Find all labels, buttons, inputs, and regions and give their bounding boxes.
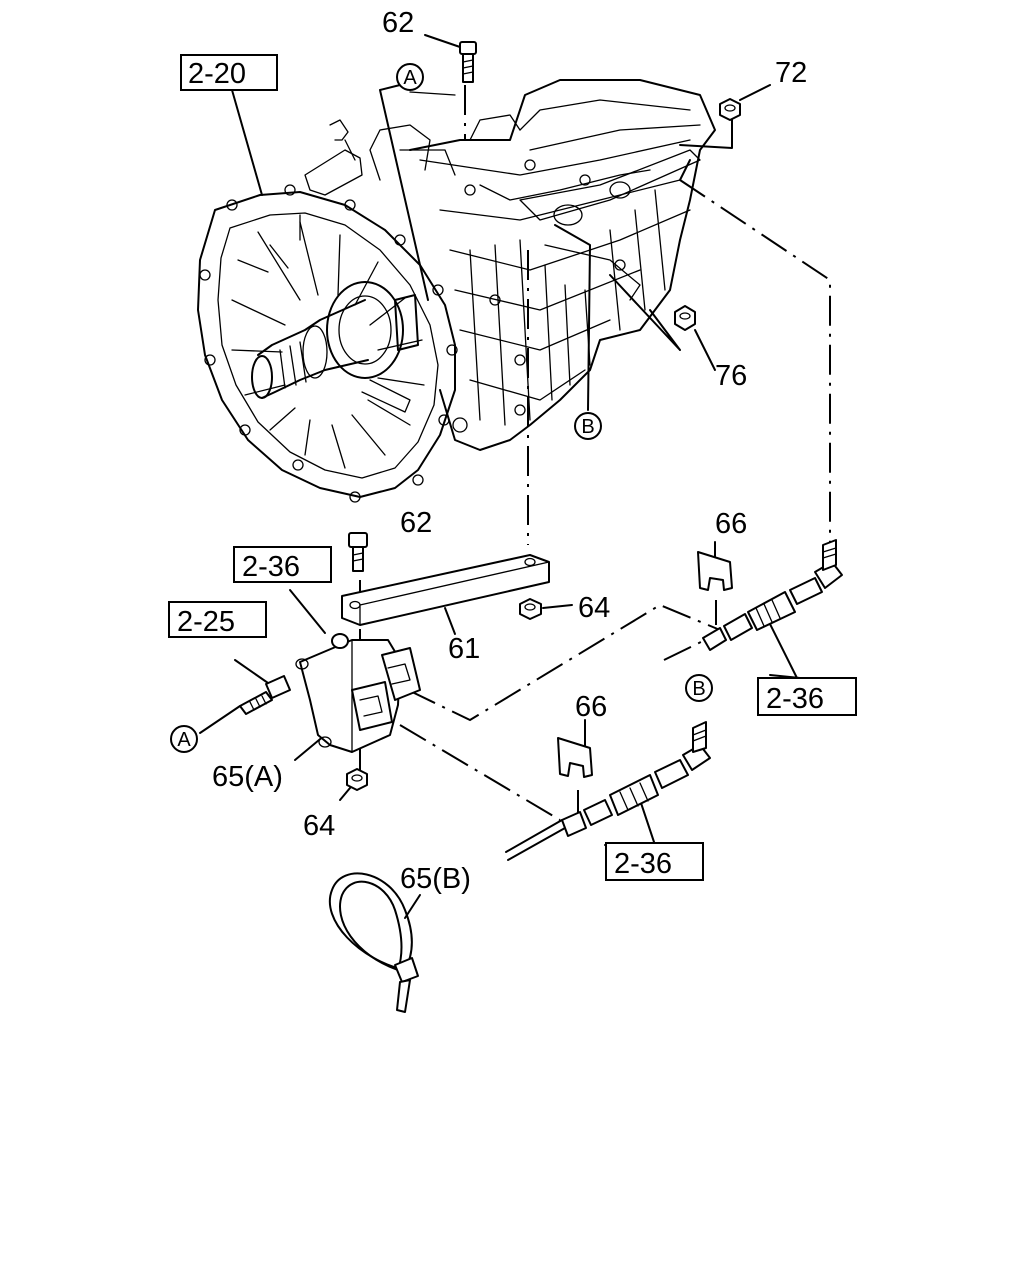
callout-72: 72 bbox=[775, 57, 807, 89]
ref-box-2-25[interactable]: 2-25 bbox=[168, 601, 267, 638]
callout-62-mid: 62 bbox=[400, 507, 432, 539]
ref-2-36-left-text: 2-36 bbox=[242, 551, 300, 583]
callout-61: 61 bbox=[448, 633, 480, 665]
nut-76 bbox=[674, 305, 696, 331]
bolt-62-mid bbox=[348, 532, 368, 572]
transmission-assembly bbox=[197, 79, 716, 503]
ref-box-2-36-left[interactable]: 2-36 bbox=[233, 546, 332, 583]
bolt-62-top bbox=[459, 41, 477, 83]
svg-text:A: A bbox=[403, 67, 417, 89]
ref-box-2-20[interactable]: 2-20 bbox=[180, 54, 278, 91]
section-references: 2-20 2-36 2-25 2-36 2-36 bbox=[168, 54, 857, 881]
connector-a-top: A bbox=[396, 63, 424, 91]
ref-2-36-bottom-text: 2-36 bbox=[614, 848, 672, 880]
ref-2-25-text: 2-25 bbox=[177, 606, 235, 638]
svg-text:B: B bbox=[581, 416, 594, 438]
connector-b-mid: B bbox=[574, 412, 602, 440]
cable-bracket-65a bbox=[295, 633, 421, 753]
bolt-2-25 bbox=[239, 675, 291, 715]
nut-64-bottom bbox=[346, 768, 368, 791]
callout-62-top: 62 bbox=[382, 7, 414, 39]
ref-box-2-36-bottom[interactable]: 2-36 bbox=[605, 842, 704, 881]
clip-66-bottom bbox=[557, 737, 593, 778]
cable-tie-65b bbox=[329, 872, 419, 1013]
bracket-61 bbox=[341, 554, 550, 626]
ref-box-2-36-right[interactable]: 2-36 bbox=[757, 677, 857, 716]
connector-a-left: A bbox=[170, 725, 198, 753]
nut-64-right bbox=[519, 598, 542, 620]
callout-labels: 62 72 76 62 66 64 61 66 65(A) 64 65(B) bbox=[212, 7, 807, 895]
connector-markers: A B B A bbox=[170, 63, 713, 753]
shift-cable-upper bbox=[663, 539, 843, 661]
shift-cable-lower bbox=[505, 721, 711, 861]
callout-65a: 65(A) bbox=[212, 761, 283, 793]
clip-66-top bbox=[697, 551, 733, 591]
ref-2-36-right-text: 2-36 bbox=[766, 683, 824, 715]
callout-76: 76 bbox=[715, 360, 747, 392]
callout-64-right: 64 bbox=[578, 592, 610, 624]
svg-text:A: A bbox=[177, 729, 191, 751]
callout-66-bottom: 66 bbox=[575, 691, 607, 723]
callout-65b: 65(B) bbox=[400, 863, 471, 895]
leader-lines bbox=[199, 34, 801, 919]
connector-b-right: B bbox=[685, 674, 713, 702]
nut-72 bbox=[719, 98, 741, 121]
ref-2-20-text: 2-20 bbox=[188, 58, 246, 90]
callout-64-bottom: 64 bbox=[303, 810, 335, 842]
svg-text:B: B bbox=[692, 678, 705, 700]
callout-66-top: 66 bbox=[715, 508, 747, 540]
